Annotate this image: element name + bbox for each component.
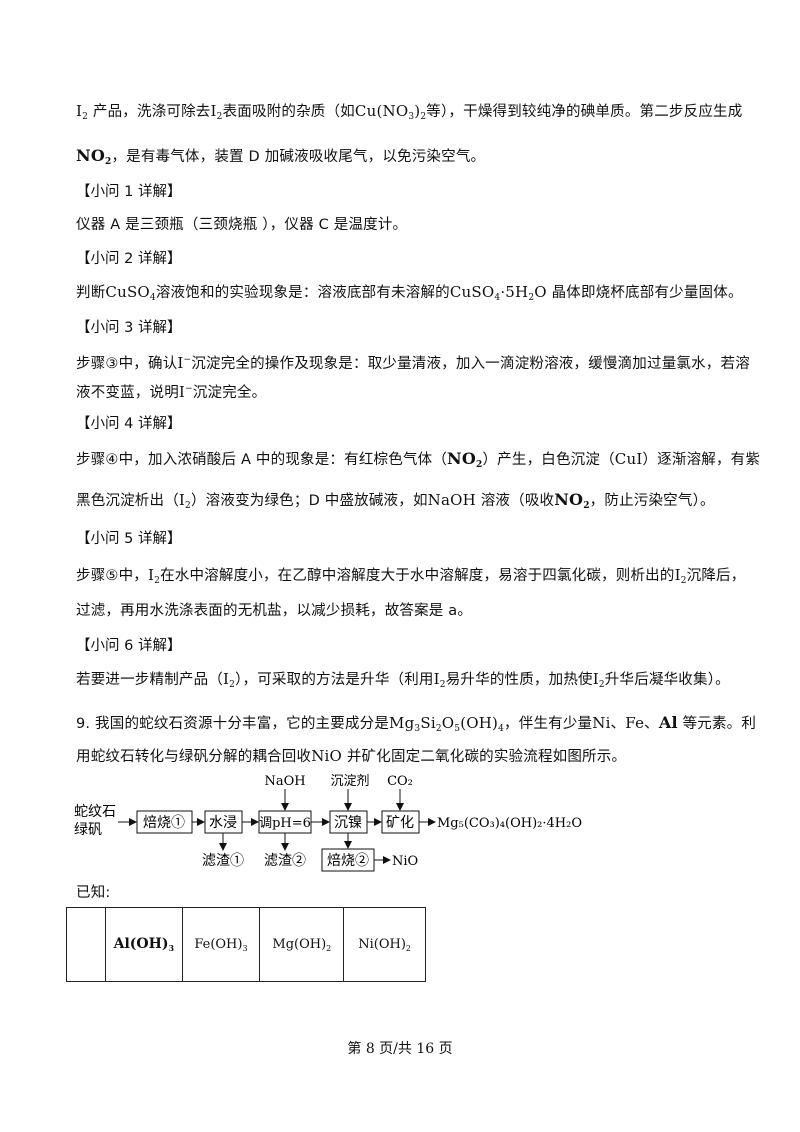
section-header-3: 【小问 3 详解】: [76, 320, 182, 336]
process-flow-diagram: 蛇纹石 绿矾 焙烧① 水浸 调pH=6 沉镍 矿化 Mg₅(CO₃)₄(OH)₂…: [74, 774, 582, 872]
svg-text:水浸: 水浸: [209, 815, 237, 831]
section-header-1: 【小问 1 详解】: [76, 184, 182, 200]
product-formula: Mg₅(CO₃)₄(OH)₂·4H₂O: [437, 816, 582, 831]
svg-text:调pH=6: 调pH=6: [259, 816, 311, 831]
input-precipitant: 沉淀剂: [330, 774, 369, 789]
formula-i2: I2: [592, 670, 605, 690]
output-nio: NiO: [392, 854, 418, 869]
table-cell-mgoh2: Mg(OH)2: [259, 907, 345, 982]
section-header-5: 【小问 5 详解】: [76, 531, 182, 547]
formula-nio: NiO: [311, 747, 343, 765]
svg-text:焙烧①: 焙烧①: [143, 815, 185, 831]
formula-naoh: NaOH: [427, 491, 476, 509]
formula-i2: I2: [178, 491, 191, 511]
start-label-serpentine: 蛇纹石: [74, 804, 116, 820]
section-header-2: 【小问 2 详解】: [76, 251, 182, 267]
output-residue-1: 滤渣①: [202, 853, 244, 869]
text-line-3: 仪器 A 是三颈瓶（三颈烧瓶 ），仪器 C 是温度计。: [76, 217, 408, 233]
text-line-2: NO2，是有毒气体，装置 D 加碱液吸收尾气，以免污染空气。: [76, 146, 486, 167]
formula-fe: Fe: [625, 714, 645, 732]
input-naoh: NaOH: [264, 774, 305, 789]
table-cell-aloh3: Al(OH)3: [105, 907, 183, 982]
formula-cuso4: CuSO4: [105, 283, 156, 303]
formula-i2: I2: [76, 102, 89, 122]
formula-i2: I2: [433, 670, 446, 690]
formula-iodide: I−: [177, 354, 192, 372]
question-9-line-1: 9. 我国的蛇纹石资源十分丰富，它的主要成分是Mg3Si2O5(OH)4，伴生有…: [76, 713, 757, 734]
formula-ni: Ni: [592, 714, 611, 732]
question-9-line-2: 用蛇纹石转化与绿矾分解的耦合回收NiO 并矿化固定二氧化碳的实验流程如图所示。: [76, 747, 627, 765]
svg-text:沉镍: 沉镍: [334, 815, 362, 831]
start-label-green-vitriol: 绿矾: [74, 822, 102, 838]
table-cell-feoh3: Fe(OH)3: [181, 907, 261, 982]
formula-no2: NO2: [447, 449, 483, 470]
formula-i2: I2: [674, 566, 687, 586]
text-line-10: 过滤，再用水洗涤表面的无机盐，以减少损耗，故答案是 a。: [76, 603, 473, 619]
formula-cui: CuI: [614, 450, 643, 468]
formula-cu-no3-2: Cu(NO3)2: [354, 102, 427, 122]
table-row: Al(OH)3 Fe(OH)3 Mg(OH)2 Ni(OH)2: [65, 907, 426, 982]
text-line-4: 判断CuSO4溶液饱和的实验现象是：溶液底部有未溶解的CuSO4·5H2O 晶体…: [76, 283, 743, 303]
output-residue-2: 滤渣②: [264, 853, 306, 869]
formula-al: Al: [658, 713, 678, 732]
text-line-7: 步骤④中，加入浓硝酸后 A 中的现象是：有红棕色气体（NO2）产生，白色沉淀（C…: [76, 449, 761, 470]
text-line-8: 黑色沉淀析出（I2）溶液变为绿色；D 中盛放碱液，如NaOH 溶液（吸收NO2，…: [76, 490, 715, 511]
formula-cuso4-5h2o: CuSO4·5H2O: [449, 283, 547, 303]
text-line-11: 若要进一步精制产品（I2），可采取的方法是升华（利用I2易升华的性质，加热使I2…: [76, 670, 730, 690]
text-line-5: 步骤③中，确认I−沉淀完全的操作及现象是：取少量清液，加入一滴淀粉溶液，缓慢滴加…: [76, 354, 750, 372]
table-cell-nioh2: Ni(OH)2: [343, 907, 426, 982]
known-label: 已知:: [76, 885, 111, 901]
input-co2: CO₂: [387, 774, 413, 789]
svg-text:矿化: 矿化: [386, 815, 414, 831]
formula-i2: I2: [210, 102, 223, 122]
text-line-6: 液不变蓝，说明I−沉淀完全。: [76, 383, 267, 401]
section-header-4: 【小问 4 详解】: [76, 416, 182, 432]
formula-serpentine: Mg3Si2O5(OH)4: [389, 714, 505, 734]
formula-no2: NO2: [554, 490, 590, 511]
hydroxide-table: Al(OH)3 Fe(OH)3 Mg(OH)2 Ni(OH)2: [65, 907, 426, 982]
svg-text:焙烧②: 焙烧②: [327, 853, 369, 869]
page-footer: 第 8 页/共 16 页: [347, 1041, 453, 1057]
formula-iodide: I−: [178, 383, 193, 401]
formula-i2: I2: [223, 670, 236, 690]
formula-i2: I2: [148, 566, 161, 586]
table-cell-empty: [65, 907, 107, 982]
text-line-1: I2 产品，洗涤可除去I2表面吸附的杂质（如Cu(NO3)2等），干燥得到较纯净…: [76, 102, 743, 122]
formula-no2: NO2: [76, 146, 112, 167]
text-line-9: 步骤⑤中，I2在水中溶解度小，在乙醇中溶解度大于水中溶解度，易溶于四氯化碳，则析…: [76, 566, 746, 586]
section-header-6: 【小问 6 详解】: [76, 638, 182, 654]
